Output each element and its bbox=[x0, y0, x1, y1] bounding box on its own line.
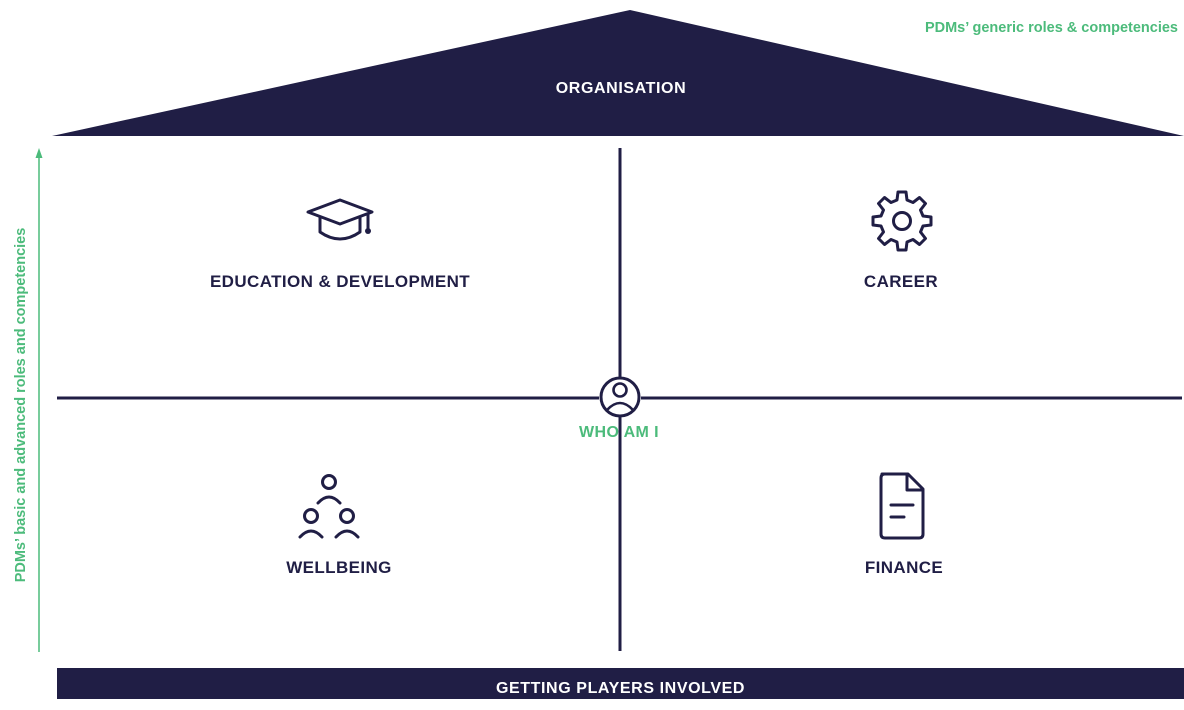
generic-roles-note: PDMs’ generic roles & competencies bbox=[924, 20, 1178, 36]
career-label: CAREER bbox=[863, 272, 939, 291]
education-development-label: EDUCATION & DEVELOPMENT bbox=[209, 272, 471, 291]
document-icon bbox=[879, 472, 925, 540]
gear-icon bbox=[871, 190, 933, 252]
getting-players-involved-bar: GETTING PLAYERS INVOLVED bbox=[57, 668, 1184, 699]
organisation-label: ORGANISATION bbox=[555, 80, 687, 97]
who-am-i-label: WHO AM I bbox=[579, 424, 659, 441]
finance-label: FINANCE bbox=[864, 558, 944, 577]
group-people-icon bbox=[298, 474, 360, 539]
graduation-cap-icon bbox=[306, 198, 374, 241]
person-circle-icon bbox=[599, 376, 641, 418]
wellbeing-label: WELLBEING bbox=[286, 558, 392, 577]
side-arrow-head bbox=[35, 148, 43, 158]
roof-shape bbox=[52, 10, 1184, 136]
